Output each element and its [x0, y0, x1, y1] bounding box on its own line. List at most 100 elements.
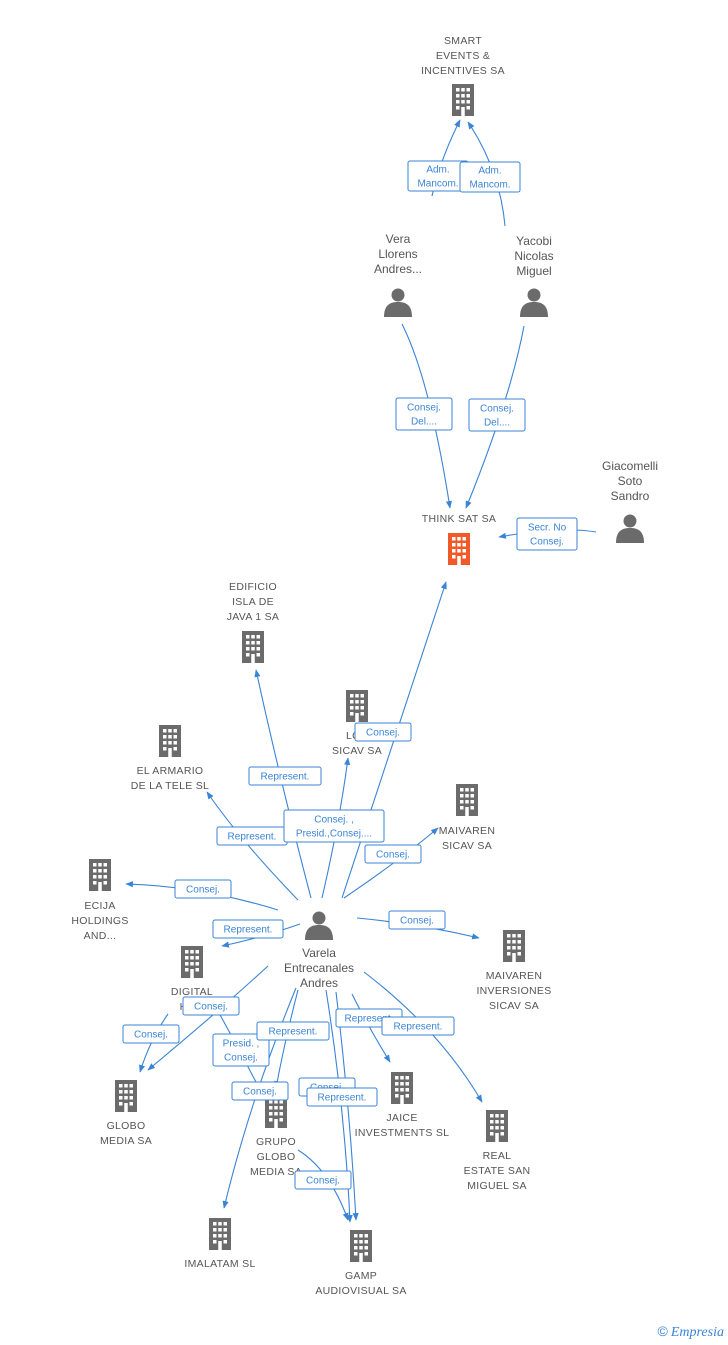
edge-label-digital-to-grupo[interactable]: Represent.: [256, 1021, 330, 1041]
edge-label-text: Presid. ,: [223, 1039, 260, 1050]
node-label: DE LA TELE SL: [131, 780, 209, 792]
edge-label-box: [395, 397, 453, 431]
edge-label-box: [294, 1170, 352, 1190]
edge-label-vera-to-smart[interactable]: Adm.Mancom.: [407, 160, 469, 192]
node-vera[interactable]: VeraLlorensAndres...: [374, 232, 422, 317]
building-icon: [265, 1096, 287, 1128]
node-label: Andres...: [374, 262, 422, 276]
node-jaice[interactable]: JAICE INVESTMENTS SL: [355, 1072, 450, 1139]
node-label: GLOBO: [257, 1151, 296, 1163]
node-label: GLOBO: [107, 1120, 146, 1132]
node-label: INVESTMENTS SL: [355, 1127, 450, 1139]
edge-label-box: [248, 766, 322, 786]
edge-label-text: Consej.: [530, 537, 564, 548]
edge-label-varela-to-armario[interactable]: Represent.: [216, 826, 288, 846]
building-icon: [486, 1110, 508, 1142]
node-label: DIGITAL: [171, 986, 213, 998]
edge-label-text: Represent.: [261, 772, 310, 783]
node-label: EVENTS &: [436, 50, 490, 62]
edge-label-text: Consej.: [400, 916, 434, 927]
edge-varela-to-gamp: [325, 989, 353, 1223]
edge-label-text: Mancom.: [417, 179, 458, 190]
person-icon: [616, 514, 644, 543]
building-icon: [209, 1218, 231, 1250]
building-icon: [242, 631, 264, 663]
node-label: SICAV SA: [442, 840, 492, 852]
node-imalatam[interactable]: IMALATAM SL: [184, 1218, 255, 1270]
edge-label-box: [381, 1016, 455, 1036]
edge-label-yacobi-to-think[interactable]: Consej.Del....: [468, 398, 526, 432]
edge-label-varela-to-grupo[interactable]: Presid. ,Consej.: [212, 1033, 270, 1067]
node-label: Andres: [300, 976, 338, 990]
edge-label-varela-to-maivareninv[interactable]: Consej.: [388, 910, 446, 930]
edge-label-text: Del....: [411, 417, 437, 428]
edges-layer: [125, 119, 597, 1223]
edge-label-digital-to-globo[interactable]: Consej.: [122, 1024, 180, 1044]
node-label: MAIVAREN: [486, 970, 542, 982]
node-label: INCENTIVES SA: [421, 65, 505, 77]
edge-label-text: Consej.: [366, 728, 400, 739]
edge-label-giacomelli-to-think[interactable]: Secr. No Consej.: [516, 517, 578, 551]
edge-label-box: [283, 809, 385, 843]
node-label: JAICE: [386, 1112, 417, 1124]
edge-label-text: Represent.: [318, 1093, 367, 1104]
building-icon: [448, 533, 470, 565]
edge-label-varela-to-los[interactable]: Consej. ,Presid.,Consej....: [283, 809, 385, 843]
edge-label-box: [306, 1087, 378, 1107]
edge-label-yacobi-to-smart[interactable]: Adm.Mancom.: [459, 161, 521, 193]
edge-label-box: [468, 398, 526, 432]
node-label: MEDIA SA: [100, 1135, 152, 1147]
node-ecija[interactable]: ECIJAHOLDINGSAND...: [71, 859, 128, 942]
footer-brand[interactable]: ©Empresia: [658, 1323, 724, 1341]
edge-label-varela-to-digital[interactable]: Represent.: [212, 919, 284, 939]
edge-label-varela-to-gamp[interactable]: Represent.: [306, 1087, 378, 1107]
edge-label-text: Consej.: [194, 1002, 228, 1013]
node-label: AUDIOVISUAL SA: [315, 1285, 406, 1297]
edge-label-varela-to-globo[interactable]: Consej.: [182, 996, 240, 1016]
building-icon: [350, 1230, 372, 1262]
node-label: Sandro: [611, 489, 650, 503]
edge-label-text: Presid.,Consej....: [296, 829, 372, 840]
edge-label-box: [388, 910, 446, 930]
edge-label-varela-to-edificio[interactable]: Represent.: [248, 766, 322, 786]
edge-label-grupo-to-gamp[interactable]: Consej.: [294, 1170, 352, 1190]
node-think[interactable]: THINK SAT SA: [422, 513, 496, 565]
edge-label-box: [354, 722, 412, 742]
edge-label-text: Consej.: [243, 1087, 277, 1098]
edge-label-text: Secr. No: [528, 523, 567, 534]
edge-label-varela-to-maivaren[interactable]: Consej.: [364, 844, 422, 864]
node-label: MEDIA SA: [250, 1166, 302, 1178]
edge-label-box: [364, 844, 422, 864]
edge-label-text: Consej.: [134, 1030, 168, 1041]
node-globo[interactable]: GLOBO MEDIA SA: [100, 1080, 152, 1147]
node-label: Nicolas: [514, 249, 553, 263]
edge-label-text: Represent.: [228, 832, 277, 843]
edge-label-varela-to-think[interactable]: Consej.: [354, 722, 412, 742]
node-label: EDIFICIO: [229, 581, 277, 593]
building-icon: [115, 1080, 137, 1112]
edge-label-text: Represent.: [269, 1027, 318, 1038]
person-icon: [384, 288, 412, 317]
edge-label-box: [516, 517, 578, 551]
building-icon: [346, 690, 368, 722]
edge-label-varela-to-ecija[interactable]: Consej.: [174, 879, 232, 899]
edge-label-vera-to-think[interactable]: Consej.Del....: [395, 397, 453, 431]
building-icon: [159, 725, 181, 757]
edge-label-box: [231, 1081, 289, 1101]
node-label: Soto: [618, 474, 643, 488]
edge-label-varela-to-real[interactable]: Represent.: [381, 1016, 455, 1036]
edge-label-varela-to-imalatam[interactable]: Consej.: [231, 1081, 289, 1101]
brand-logo: Empresia: [670, 1325, 724, 1340]
